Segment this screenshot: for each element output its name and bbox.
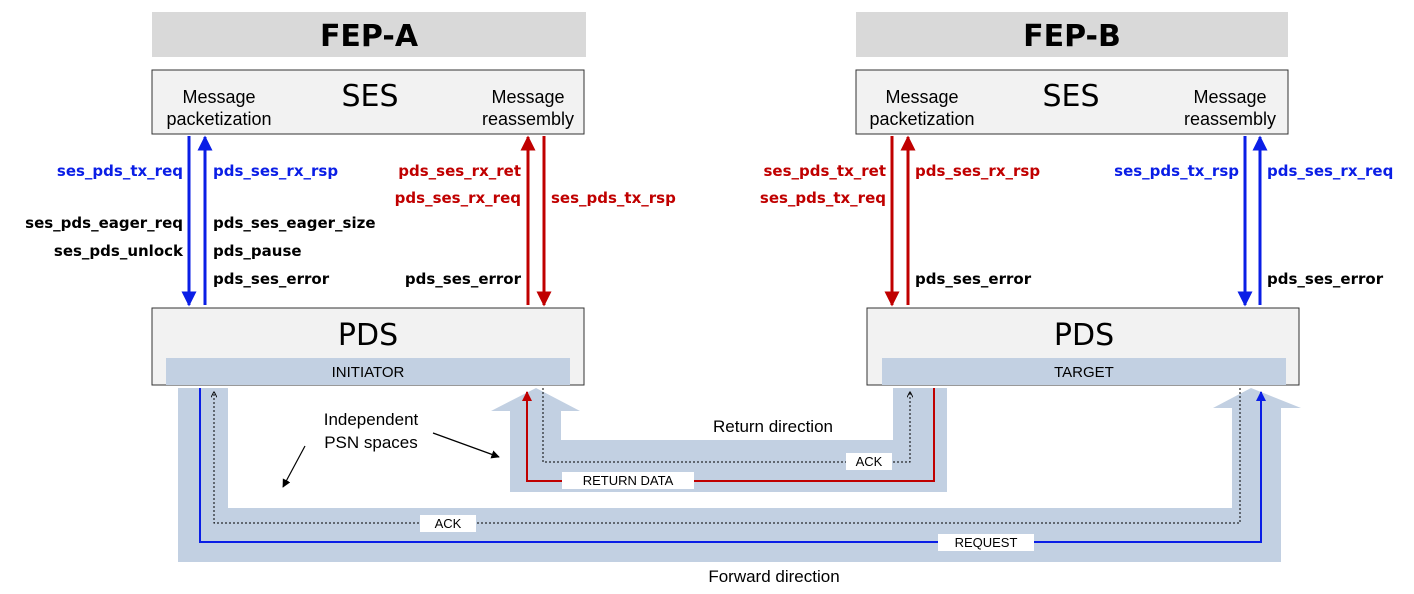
fep-b-header [856,12,1288,57]
fep-a-ses-box [151,69,585,135]
fep-a-ses-label: SES [341,79,398,114]
fep-a-ses-left-line2: packetization [166,109,271,129]
independent-label-line2: PSN spaces [324,433,418,452]
sig-ses-pds-unlock: ses_pds_unlock [54,242,184,260]
sig-ses-pds-tx-req-a: ses_pds_tx_req [57,162,183,180]
sig-ses-pds-tx-rsp-a: ses_pds_tx_rsp [551,189,676,207]
sig-ses-pds-eager-req: ses_pds_eager_req [25,214,183,232]
target-bar [882,358,1286,385]
fep-b-ses-box [855,69,1289,135]
independent-pointer-left [282,445,306,488]
return-data-line [522,388,935,482]
fep-a-pds-label: PDS [338,318,398,353]
sig-ses-pds-tx-rsp-b: ses_pds_tx_rsp [1114,162,1239,180]
fep-b-pds-label: PDS [1054,318,1114,353]
sig-pds-ses-error-a1: pds_ses_error [213,270,330,288]
fep-a-ses-left-line1: Message [182,87,255,107]
forward-ack-label: ACK [435,516,462,531]
forward-direction-label: Forward direction [708,567,839,586]
fep-b-title: FEP-B [1023,19,1121,54]
return-direction-label: Return direction [713,417,833,436]
request-line [199,388,1266,543]
return-ack-line [542,388,910,463]
sig-pds-ses-rx-ret: pds_ses_rx_ret [398,162,521,180]
fep-a-ses-right-line2: reassembly [482,109,574,129]
return-ack-label: ACK [856,454,883,469]
sig-pds-ses-eager-size: pds_ses_eager_size [213,214,376,232]
forward-ack-label-bg [420,515,476,532]
sig-pds-ses-error-b2: pds_ses_error [1267,270,1384,288]
fep-b-ses-right-line2: reassembly [1184,109,1276,129]
request-label-bg [938,534,1034,551]
target-label: TARGET [1054,364,1114,381]
sig-pds-ses-error-b1: pds_ses_error [915,270,1032,288]
request-label: REQUEST [955,535,1018,550]
sig-ses-pds-tx-ret: ses_pds_tx_ret [763,162,886,180]
fep-b-ses-left-line2: packetization [869,109,974,129]
sig-ses-pds-tx-req-b: ses_pds_tx_req [760,189,886,207]
fep-a-title: FEP-A [320,19,419,54]
fep-b-ses-left-line1: Message [885,87,958,107]
sig-pds-ses-error-a2: pds_ses_error [405,270,522,288]
sig-pds-ses-rx-rsp-a: pds_ses_rx_rsp [213,162,338,180]
initiator-bar [166,358,570,385]
fep-b-ses-label: SES [1042,79,1099,114]
sig-pds-ses-rx-req-b: pds_ses_rx_req [1267,162,1393,180]
forward-ack-line [214,388,1241,524]
sig-pds-ses-rx-req-a: pds_ses_rx_req [395,189,521,207]
sig-pds-ses-rx-rsp-b: pds_ses_rx_rsp [915,162,1040,180]
return-ack-label-bg [846,453,892,470]
initiator-label: INITIATOR [332,364,405,381]
return-data-label-bg [562,472,694,489]
fep-b-ses-right-line1: Message [1193,87,1266,107]
return-band [491,388,947,492]
sig-pds-pause: pds_pause [213,242,302,260]
return-data-label: RETURN DATA [583,473,674,488]
independent-pointer-right [432,432,500,459]
fep-a-ses-right-line1: Message [491,87,564,107]
fep-a-header [152,12,586,57]
independent-label-line1: Independent [324,410,419,429]
